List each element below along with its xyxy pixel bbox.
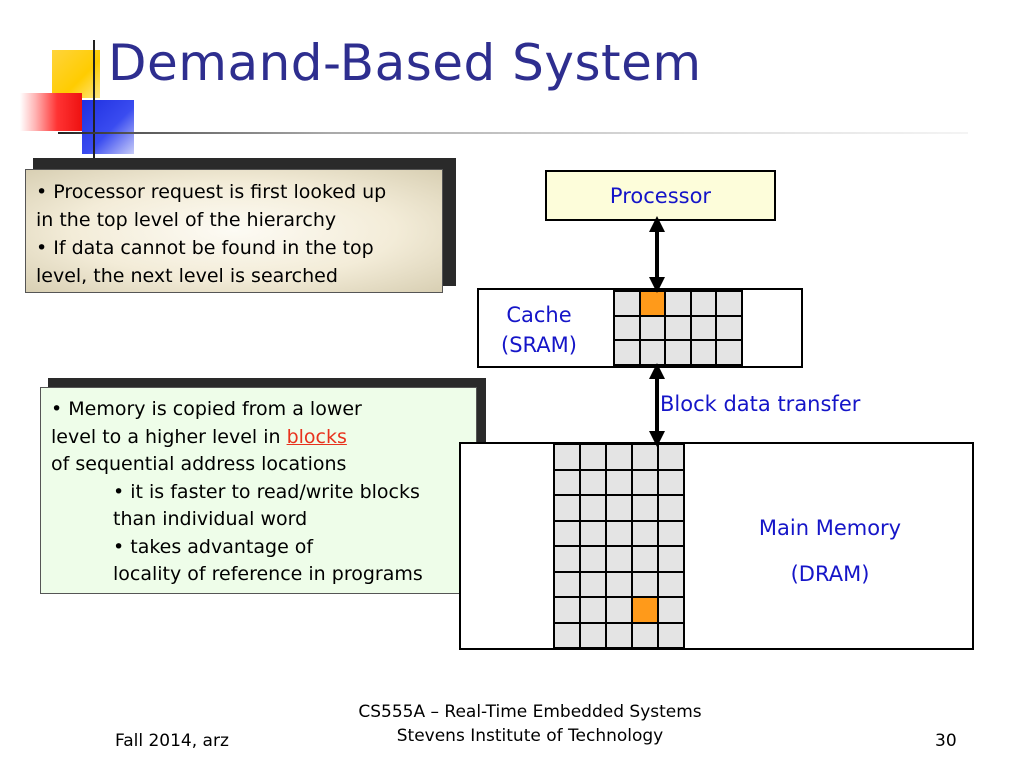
logo-blue-square: [82, 100, 134, 154]
box2-line-with-link: level to a higher level in blocks: [51, 424, 466, 452]
block-cell: [666, 341, 690, 364]
block-cell: [555, 496, 579, 520]
main-memory-label-line2: (DRAM): [790, 562, 870, 586]
block-cell: [555, 623, 579, 647]
block-cell: [659, 496, 683, 520]
footer-course: CS555A – Real-Time Embedded Systems Stev…: [330, 700, 730, 748]
block-cell: [555, 445, 579, 469]
block-cell: [581, 445, 605, 469]
block-cell: [691, 341, 716, 364]
main-memory-label-line1: Main Memory: [758, 516, 902, 540]
box2-subline: locality of reference in programs: [113, 563, 423, 585]
processor-label: Processor: [609, 183, 712, 208]
block-cell: [659, 547, 683, 571]
box1-line: in the top level of the hierarchy: [36, 209, 337, 231]
block-cell: [615, 341, 639, 364]
block-cell: [581, 521, 605, 545]
highlighted-block-cell: [633, 598, 657, 622]
memory-block-grid: [553, 443, 685, 649]
box2-subline: than individual word: [113, 508, 308, 530]
block-copy-textbox: • Memory is copied from a lower level to…: [40, 387, 477, 594]
block-cell: [633, 572, 657, 596]
block-cell: [666, 292, 690, 315]
block-cell: [555, 572, 579, 596]
block-cell: [607, 547, 631, 571]
block-cell: [633, 470, 657, 494]
block-cell: [607, 521, 631, 545]
block-transfer-label: Block data transfer: [660, 392, 861, 416]
block-cell: [607, 598, 631, 622]
block-cell: [659, 445, 683, 469]
footer-course-line1: CS555A – Real-Time Embedded Systems: [358, 702, 702, 722]
footer-course-line2: Stevens Institute of Technology: [396, 726, 664, 746]
block-cell: [633, 521, 657, 545]
title-underline: [58, 132, 968, 134]
block-cell: [717, 316, 741, 340]
block-cell: [555, 598, 579, 622]
block-cell: [615, 316, 639, 340]
slide-number: 30: [935, 731, 957, 751]
block-cell: [633, 496, 657, 520]
main-memory-box: [459, 442, 974, 650]
box2-line: • Memory is copied from a lower: [51, 398, 362, 420]
processor-box: Processor: [545, 170, 776, 221]
block-cell: [666, 316, 690, 340]
blocks-link[interactable]: blocks: [286, 425, 347, 448]
logo-red-square: [20, 93, 82, 131]
box2-line-prefix: level to a higher level in: [51, 425, 287, 448]
block-cell: [633, 623, 657, 647]
hierarchy-lookup-textbox: • Processor request is first looked up i…: [25, 169, 443, 293]
block-cell: [581, 547, 605, 571]
slide-title: Demand-Based System: [108, 34, 702, 92]
block-cell: [717, 341, 741, 364]
block-cell: [607, 572, 631, 596]
box2-subline: • takes advantage of: [113, 535, 314, 558]
logo-yellow-square: [52, 50, 100, 98]
main-memory-label: Main Memory (DRAM): [720, 505, 940, 597]
block-cell: [607, 470, 631, 494]
block-cell: [581, 496, 605, 520]
cache-label-line1: Cache: [506, 303, 572, 327]
block-cell: [581, 470, 605, 494]
highlighted-block-cell: [640, 292, 665, 315]
cache-label-line2: (SRAM): [501, 333, 577, 357]
box1-line: • If data cannot be found in the top: [36, 237, 374, 259]
block-cell: [659, 598, 683, 622]
footer-term: Fall 2014, arz: [115, 731, 229, 751]
box1-line: • Processor request is first looked up: [36, 181, 387, 203]
block-cell: [640, 341, 665, 364]
block-cell: [691, 292, 716, 315]
block-cell: [581, 572, 605, 596]
block-cell: [659, 623, 683, 647]
logo-vertical-line: [93, 40, 95, 158]
block-cell: [581, 598, 605, 622]
block-cell: [607, 445, 631, 469]
block-cell: [555, 521, 579, 545]
block-cell: [633, 445, 657, 469]
block-cell: [633, 547, 657, 571]
box2-line: of sequential address locations: [51, 453, 347, 475]
block-cell: [555, 547, 579, 571]
cache-label: Cache (SRAM): [480, 300, 598, 360]
block-cell: [659, 470, 683, 494]
block-cell: [607, 623, 631, 647]
block-cell: [615, 292, 639, 315]
box1-line: level, the next level is searched: [36, 265, 338, 287]
box2-subline: • it is faster to read/write blocks: [113, 480, 420, 503]
block-cell: [691, 316, 716, 340]
cache-block-grid: [613, 290, 743, 366]
block-cell: [555, 470, 579, 494]
block-cell: [581, 623, 605, 647]
block-cell: [659, 572, 683, 596]
block-cell: [659, 521, 683, 545]
block-cell: [607, 496, 631, 520]
block-cell: [717, 292, 741, 315]
block-cell: [640, 316, 665, 340]
